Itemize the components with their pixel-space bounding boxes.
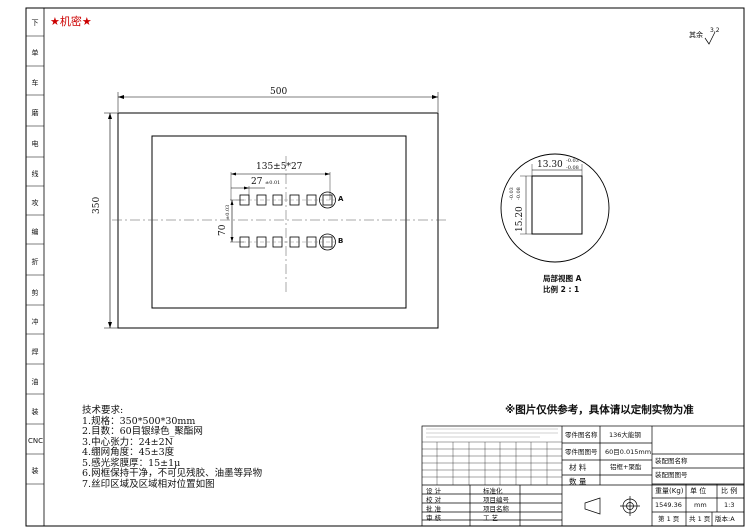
part-name-label: 零件图名称 <box>565 431 598 439</box>
sign-row-audit: 审 核 <box>426 514 442 522</box>
tech-line: 7.丝印区域及区域相对位置如图 <box>82 478 215 490</box>
weight-value: 1549.36 <box>655 501 682 509</box>
tech-line: 4.绷网角度：45±3度 <box>82 447 175 458</box>
assy-name-label: 装配图名称 <box>655 457 688 465</box>
title-block-grid <box>421 425 745 527</box>
sign-row-approve: 批 准 <box>426 505 442 513</box>
frame-outer <box>117 112 439 329</box>
sidebar-item: 冲 <box>31 318 39 326</box>
sidebar-item: 车 <box>31 79 39 87</box>
dim-pitch: 27 <box>251 177 263 187</box>
mid-row-project-no: 项目编号 <box>483 496 509 504</box>
tech-title: 技术要求: <box>82 405 124 416</box>
projection-symbol-icon <box>584 496 640 516</box>
sidebar-item: CNC <box>28 437 44 445</box>
scale-label: 比 例 <box>721 487 738 495</box>
sidebar-item: 攻 <box>31 199 39 207</box>
parameter-table <box>422 441 562 485</box>
tech-line: 6.网框保持干净，不可见残胶、油墨等异物 <box>82 468 263 479</box>
surface-roughness-value: 3.2 <box>710 27 720 34</box>
frame-inner <box>151 135 407 309</box>
detail-title: 局部视图 A <box>543 274 582 283</box>
detail-view-circle <box>500 153 610 263</box>
tech-line: 1.规格：350*500*30mm <box>82 415 196 427</box>
dim-height: 350 <box>92 196 102 214</box>
material-value: 铝框+聚酯 <box>610 463 642 471</box>
unit-value: mm <box>694 501 707 509</box>
detail-square <box>531 175 583 235</box>
tech-line: 3.中心张力：24±2N <box>82 436 173 448</box>
detail-dim-w: 13.30 <box>537 160 563 170</box>
mid-row-project-name: 项目名称 <box>483 505 509 513</box>
drawing-frame <box>25 7 745 527</box>
detail-tol-w-top: -0.03 <box>566 158 579 164</box>
label-a: A <box>338 195 344 203</box>
mid-row-process: 工 艺 <box>483 514 499 522</box>
reference-notice: ※图片仅供参考，具体请以定制实物为准 <box>505 404 694 416</box>
sidebar-item: 油 <box>31 378 39 386</box>
sidebar-item: 电 <box>31 140 39 148</box>
assy-no-label: 装配图图号 <box>655 471 688 479</box>
detail-tol-h-top: -0.03 <box>509 187 515 200</box>
detail-tol-w-bot: -0.08 <box>566 165 579 171</box>
sidebar-item: 装 <box>31 408 39 416</box>
confidential-mark: ★机密★ <box>50 15 92 28</box>
label-b: B <box>338 237 344 245</box>
detail-tol-h-bot: -0.08 <box>516 187 522 200</box>
sidebar-item: 下 <box>31 19 39 27</box>
dim-pitch-total: 135±5*27 <box>256 162 303 172</box>
sign-row-check: 校 对 <box>426 496 442 504</box>
sidebar-item: 折 <box>31 258 39 266</box>
tech-line: 2.目数：60目银绿色_聚酯网 <box>82 426 203 437</box>
part-no-value: 60目0.015mm <box>605 448 652 456</box>
sidebar-item: 焊 <box>31 348 39 356</box>
dim-width: 500 <box>270 87 288 97</box>
material-label: 材 料 <box>569 463 587 472</box>
part-name-value: 136大能钢 <box>609 431 641 439</box>
version: 版本:A <box>715 515 735 523</box>
tech-requirements: 技术要求: 1.规格：350*500*30mm 2.目数：60目银绿色_聚酯网 … <box>82 405 263 490</box>
tol-row: ±0.03 <box>225 204 231 220</box>
surface-label: 其余 <box>689 31 703 39</box>
detail-scale: 比例 2 : 1 <box>543 285 580 294</box>
part-no-label: 零件图图号 <box>565 448 598 456</box>
unit-label: 单 位 <box>690 487 707 495</box>
scale-value: 1:3 <box>724 501 735 509</box>
sidebar-item: 磨 <box>31 109 39 117</box>
sheet-total: 共 1 页 <box>689 515 711 523</box>
dim-row: 70 <box>218 224 228 236</box>
qty-label: 数 量 <box>569 477 587 486</box>
sidebar-item: 编 <box>31 228 39 236</box>
mid-row-standard: 标准化 <box>483 487 503 495</box>
sidebar-item: 单 <box>31 49 39 57</box>
tol-pitch: ±0.01 <box>265 180 281 186</box>
sidebar-item: 装 <box>31 467 39 475</box>
tech-line: 5.感光浆膜厚：15±1μ <box>82 457 181 469</box>
sidebar-grid <box>26 35 44 485</box>
sign-row-design: 设 计 <box>426 487 442 495</box>
weight-label: 重量(Kg) <box>655 487 684 495</box>
sidebar-item: 线 <box>31 170 39 178</box>
sheet-number: 第 1 页 <box>658 515 680 523</box>
sidebar-item: 剪 <box>31 289 39 297</box>
detail-dim-h: 15.20 <box>515 206 525 232</box>
